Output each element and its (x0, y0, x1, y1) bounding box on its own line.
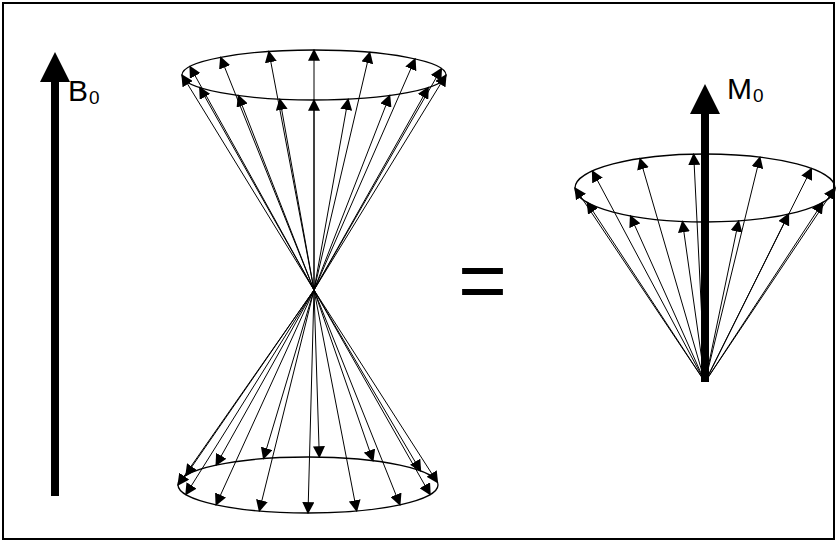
magnetization-arrow (690, 84, 720, 382)
symbol-label: M₀ (727, 74, 764, 104)
spin-down-cone (178, 290, 438, 513)
field-arrow (40, 52, 70, 496)
frame (3, 3, 834, 539)
equals-sign: = (458, 238, 507, 322)
symbol-label: B₀ (68, 76, 100, 106)
spin-up-cone (182, 50, 446, 290)
